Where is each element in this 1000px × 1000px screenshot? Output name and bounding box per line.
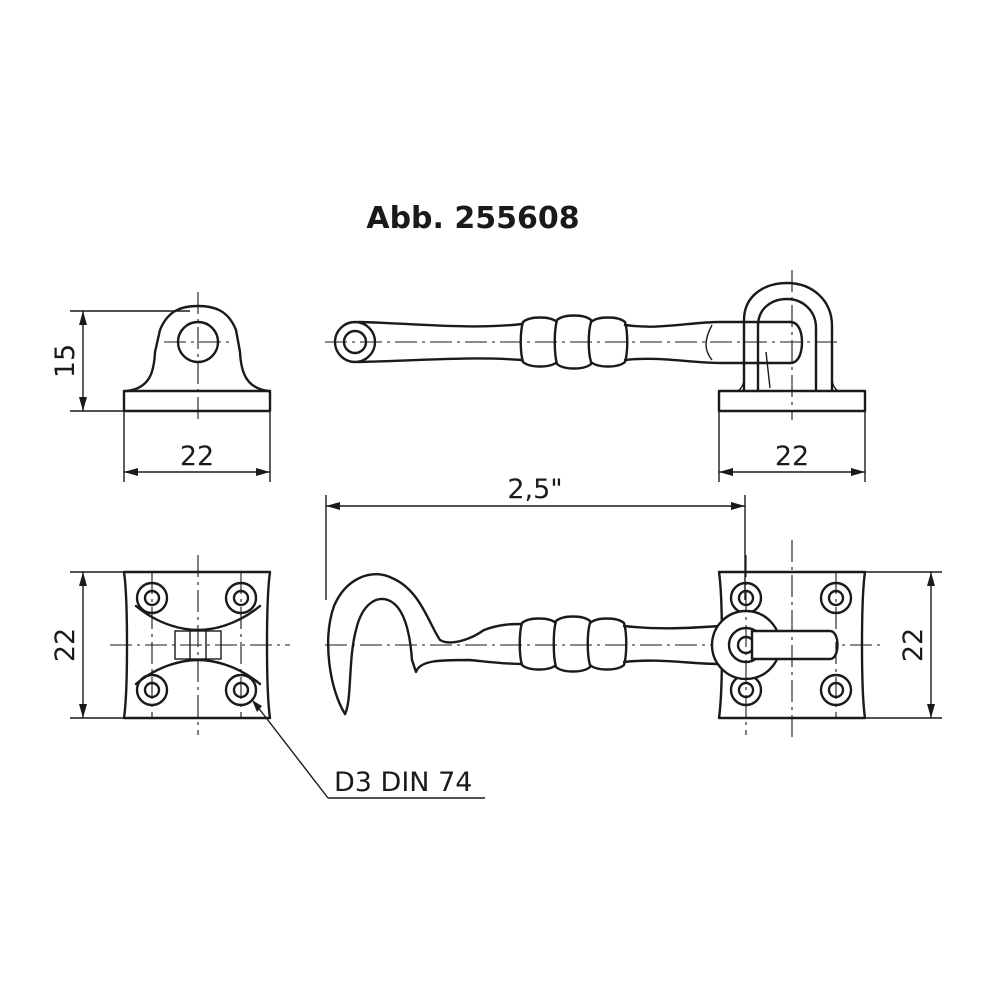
hook-side-view — [325, 314, 840, 370]
hook-top-view — [325, 573, 880, 716]
screw-callout-label: D3 DIN 74 — [334, 767, 472, 798]
dim-hook-length: 2,5" — [325, 474, 746, 600]
dim-eye-width-label: 22 — [775, 441, 809, 472]
dim-hook-length-label: 2,5" — [507, 474, 562, 505]
staple-top-view — [110, 555, 290, 735]
dim-side-height: 15 — [50, 310, 190, 412]
eye-side-view — [717, 270, 867, 420]
dim-side-width: 22 — [123, 411, 271, 482]
screw-callout: D3 DIN 74 — [252, 700, 485, 799]
dim-plate-height-left-label: 22 — [50, 628, 81, 662]
dim-side-width-label: 22 — [180, 441, 214, 472]
dim-plate-height-right-label: 22 — [898, 628, 929, 662]
dim-plate-height-right: 22 — [865, 571, 942, 719]
dim-eye-width: 22 — [718, 411, 866, 482]
dim-plate-height-left: 22 — [50, 571, 124, 719]
drawing-title: Abb. 255608 — [366, 201, 579, 236]
eye-top-view — [710, 540, 867, 740]
staple-side-view — [122, 292, 272, 420]
dim-side-height-label: 15 — [50, 344, 81, 378]
